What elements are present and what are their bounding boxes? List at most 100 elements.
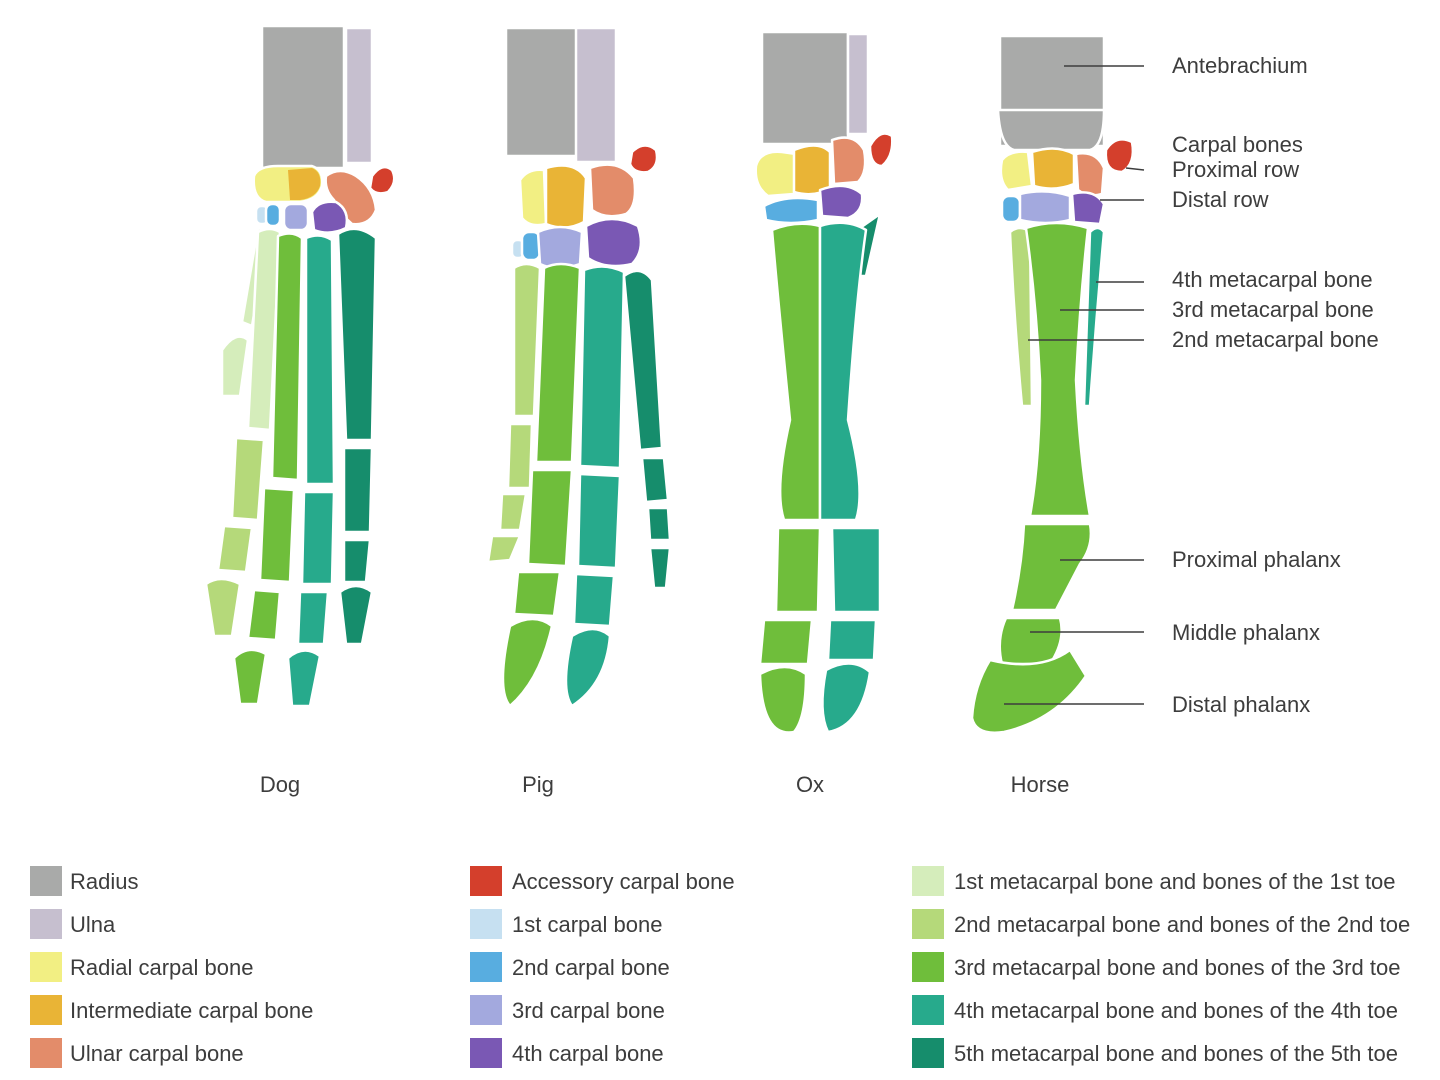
ox-toe-3-proximal [774,526,822,614]
horse-carpal-2 [1000,194,1022,224]
pig-ulnar-carpal [588,163,637,218]
pig-toe-3-metacarpal [534,262,582,464]
caption-horse: Horse [1011,772,1070,797]
pig-toe-2-middle [498,492,528,532]
legend-swatch-carpal-3 [470,995,502,1025]
legend-swatch-accessory-carpal [470,866,502,896]
legend: Radius Ulna Radial carpal bone Intermedi… [30,866,1410,1068]
callout-antebrachium: Antebrachium [1172,53,1308,78]
caption-dog: Dog [260,772,300,797]
pig-toe-4-metacarpal [578,265,626,470]
dog-accessory-carpal [368,165,396,195]
pig-toe-5-proximal [640,456,670,504]
dog-toe-2-proximal [230,436,266,522]
pig-carpal-3 [536,225,584,270]
legend-swatch-toe-4 [912,995,944,1025]
legend-label-carpal-2: 2nd carpal bone [512,955,670,980]
dog-intermediate-shade [288,168,321,200]
legend-label-carpal-3: 3rd carpal bone [512,998,665,1023]
dog-toe-1-phalanx [220,335,250,398]
dog-toe-3-metacarpal [270,232,304,482]
ox-metacarpal-3 [770,222,822,522]
legend-label-ulnar-carpal: Ulnar carpal bone [70,1041,244,1066]
callout-carpal-bones: Carpal bones [1172,132,1303,157]
dog-toe-3-distal [232,648,268,706]
leader-carpal-proximal [1125,167,1145,171]
ox-toe-3-distal [758,665,808,734]
pig-toe-2-metacarpal [512,262,542,418]
ox-radial-carpal [754,150,798,198]
pig-radial-carpal [518,168,548,227]
pig-radius [504,26,584,158]
pig-toe-3-distal [501,617,554,708]
horse-middle-phalanx [998,616,1063,666]
ox-radius [760,30,850,146]
legend-swatch-ulnar-carpal [30,1038,62,1068]
callout-labels: Antebrachium Carpal bones Proximal row D… [1172,53,1379,717]
legend-label-toe-2: 2nd metacarpal bone and bones of the 2nd… [954,912,1410,937]
pig-toe-5-distal [648,546,672,590]
caption-ox: Ox [796,772,824,797]
pig-toe-2-distal [486,534,522,564]
dog-toe-4-metacarpal [304,234,336,486]
horse-ulnar-carpal [1074,152,1106,197]
legend-label-carpal-1: 1st carpal bone [512,912,662,937]
ox-metacarpal-4 [818,221,868,522]
pig-toe-4-distal [564,627,612,708]
callout-metacarpal-4: 4th metacarpal bone [1172,267,1373,292]
species-captions: Dog Pig Ox Horse [260,772,1070,797]
pig-accessory-carpal [628,144,659,174]
dog-toe-3-proximal [258,486,296,584]
legend-label-toe-1: 1st metacarpal bone and bones of the 1st… [954,869,1396,894]
callout-proximal-row: Proximal row [1172,157,1299,182]
legend-swatch-radius [30,866,62,896]
legend-label-radial-carpal: Radial carpal bone [70,955,253,980]
legend-swatch-toe-1 [912,866,944,896]
dog-ulna [344,26,374,165]
legend-label-ulna: Ulna [70,912,116,937]
dog-carpal-4 [310,200,349,234]
dog-toe-5-metacarpal [336,227,378,442]
legend-label-carpal-4: 4th carpal bone [512,1041,664,1066]
ox-toe-3-middle [758,618,814,666]
legend-swatch-radial-carpal [30,952,62,982]
dog-toe-2-distal [204,577,242,638]
ox-ulna [846,32,870,136]
ox-toe-4-proximal [830,526,882,614]
dog-toe-5-distal [338,584,374,646]
dog-forelimb [204,24,396,708]
legend-swatch-carpal-4 [470,1038,502,1068]
ox-carpal-4 [818,184,864,220]
pig-forelimb [486,26,672,708]
ox-forelimb [754,30,894,734]
callout-metacarpal-2: 2nd metacarpal bone [1172,327,1379,352]
callout-middle-phalanx: Middle phalanx [1172,620,1320,645]
horse-accessory-carpal [1104,138,1135,174]
dog-carpal-2 [264,202,282,228]
dog-toe-5-middle [342,538,372,584]
legend-label-toe-5: 5th metacarpal bone and bones of the 5th… [954,1041,1398,1066]
horse-radius-flare [996,108,1106,152]
dog-carpal-3 [282,202,310,232]
horse-metacarpal-2 [1008,226,1034,408]
horse-forelimb [970,34,1135,734]
legend-label-radius: Radius [70,869,138,894]
ox-toe-4-distal [821,662,872,734]
legend-swatch-toe-5 [912,1038,944,1068]
callout-distal-row: Distal row [1172,187,1269,212]
legend-swatch-carpal-2 [470,952,502,982]
dog-radius [260,24,346,170]
legend-label-intermediate-carpal: Intermediate carpal bone [70,998,313,1023]
caption-pig: Pig [522,772,554,797]
callout-leaders [1004,65,1145,705]
pig-toe-4-middle [572,572,616,628]
ox-toe-4-middle [826,618,878,662]
callout-proximal-phalanx: Proximal phalanx [1172,547,1341,572]
legend-swatch-ulna [30,909,62,939]
ox-intermediate-carpal [792,144,832,196]
callout-distal-phalanx: Distal phalanx [1172,692,1310,717]
dog-toe-4-distal [286,649,322,708]
pig-carpal-4 [584,217,643,268]
legend-swatch-carpal-1 [470,909,502,939]
dog-toe-4-middle [296,590,330,646]
